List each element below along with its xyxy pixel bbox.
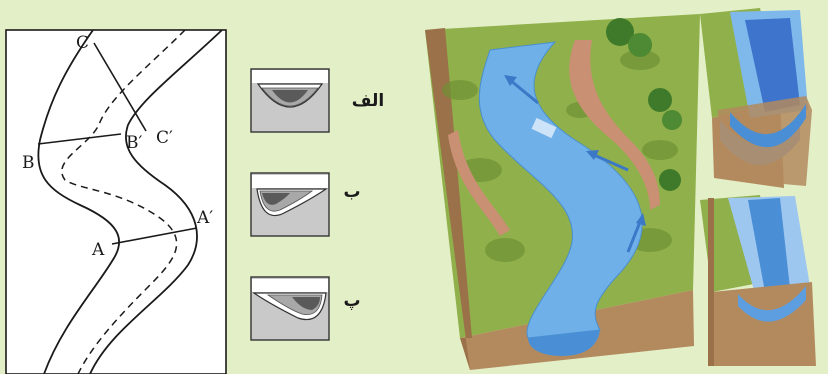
- channel-block-lower: [700, 195, 816, 366]
- point-label-a-prime: A′: [196, 208, 213, 228]
- river-block-illustration: [425, 14, 700, 370]
- section-label-1: الف: [352, 91, 384, 111]
- cross-section-1: [251, 69, 329, 132]
- point-label-b: B: [22, 153, 35, 173]
- point-label-a: A: [91, 240, 105, 260]
- channel-block-upper: [700, 8, 812, 188]
- section-label-2: ب: [343, 182, 360, 202]
- cross-sections-panel: الف ب پ: [251, 69, 384, 340]
- section-label-3: پ: [343, 291, 360, 311]
- plan-view-panel: C C′ B B′ A A′: [6, 30, 226, 374]
- cross-section-2: [251, 173, 329, 236]
- point-label-c: C: [76, 33, 89, 53]
- point-label-c-prime: C′: [156, 128, 173, 148]
- point-label-b-prime: B′: [126, 133, 142, 153]
- cross-section-3: [251, 277, 329, 340]
